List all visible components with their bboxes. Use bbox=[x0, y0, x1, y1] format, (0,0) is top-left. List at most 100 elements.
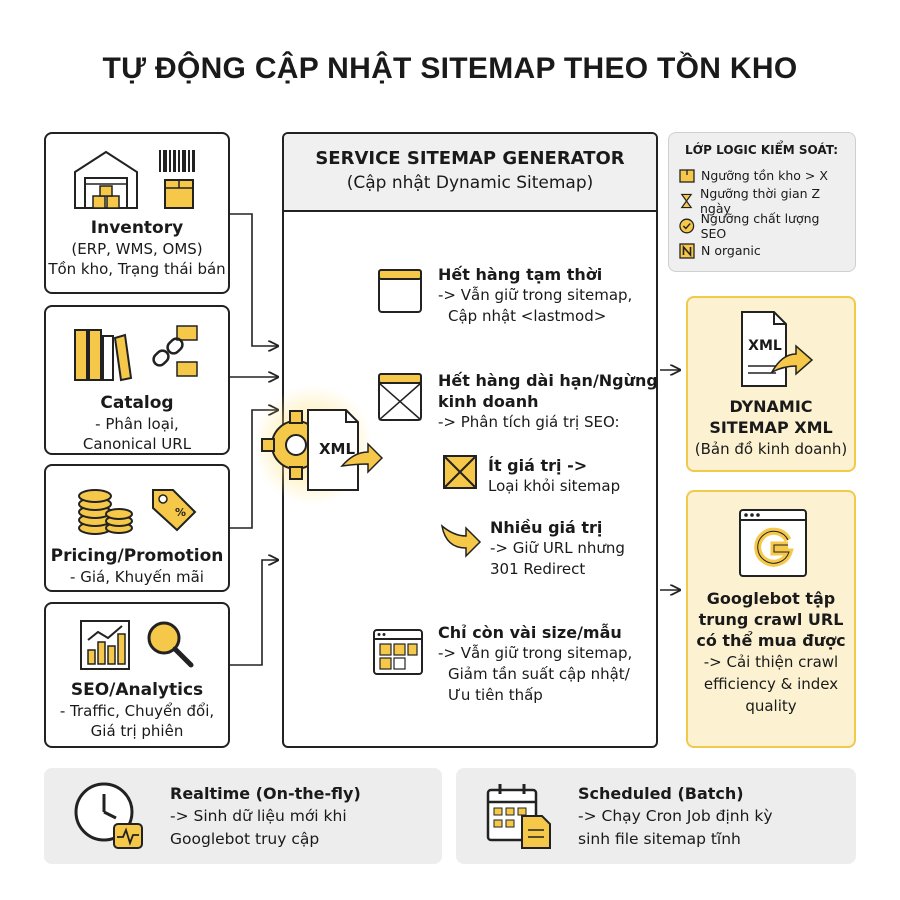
branch-title: Nhiều giá trị bbox=[490, 518, 603, 537]
source-desc: Canonical URL bbox=[82, 435, 192, 453]
output-desc: (Bản đồ kinh doanh) bbox=[694, 440, 848, 458]
sitemap-xml-label: XML bbox=[748, 338, 782, 354]
mode-desc: Googlebot truy cập bbox=[170, 829, 320, 848]
googlebot-icon-wrap bbox=[688, 492, 854, 588]
redirect-arrow-icon bbox=[440, 524, 482, 558]
logic-control-layer: LỚP LOGIC KIỂM SOÁT: Ngưỡng tồn kho > X … bbox=[668, 132, 856, 272]
branch-desc: Cập nhật <lastmod> bbox=[448, 307, 607, 325]
browser-window-icon bbox=[378, 269, 422, 313]
google-browser-icon bbox=[739, 509, 807, 577]
gear-xml-engine-icon bbox=[258, 385, 384, 505]
branch-few-sizes: Chỉ còn vài size/mẫu -> Vẫn giữ trong si… bbox=[438, 622, 632, 706]
realtime-text: Realtime (On-the-fly) -> Sinh dữ liệu mớ… bbox=[170, 782, 361, 851]
branch-desc: Giảm tần suất cập nhật/ bbox=[448, 665, 630, 683]
output-googlebot: Googlebot tập trung crawl URL có thể mua… bbox=[686, 490, 856, 748]
branch-title: Chỉ còn vài size/mẫu bbox=[438, 623, 622, 642]
crossed-box-icon bbox=[443, 455, 477, 489]
crossed-window-icon bbox=[378, 373, 422, 421]
mode-title: Realtime (On-the-fly) bbox=[170, 783, 361, 803]
mode-scheduled: Scheduled (Batch) -> Chạy Cron Job định … bbox=[456, 768, 856, 864]
source-name: Inventory bbox=[90, 218, 184, 238]
magnifier-icon bbox=[147, 621, 194, 668]
source-name: Pricing/Promotion bbox=[50, 546, 224, 566]
source-desc: Tồn kho, Trạng thái bán bbox=[48, 260, 226, 278]
mode-desc: -> Chạy Cron Job định kỳ bbox=[578, 806, 773, 825]
output-title: có thể mua được bbox=[696, 631, 846, 650]
analytics-chart-icon bbox=[80, 620, 130, 670]
source-inventory: Inventory (ERP, WMS, OMS) Tồn kho, Trạng… bbox=[44, 132, 230, 294]
branch-title: kinh doanh bbox=[438, 392, 539, 411]
engine-xml-label: XML bbox=[318, 440, 356, 458]
branch-desc: Loại khỏi sitemap bbox=[488, 477, 621, 495]
branch-title: Hết hàng dài hạn/Ngừng bbox=[438, 371, 658, 390]
branch-desc: -> Vẫn giữ trong sitemap, bbox=[438, 644, 633, 662]
calendar-icon bbox=[486, 784, 551, 849]
sub-branch-low-value: Ít giá trị -> Loại khỏi sitemap bbox=[488, 455, 620, 497]
service-title: SERVICE SITEMAP GENERATOR bbox=[315, 148, 625, 169]
clock-icon bbox=[74, 782, 143, 849]
branch-desc: Ưu tiên thấp bbox=[448, 686, 543, 704]
branch-desc: -> Vẫn giữ trong sitemap, bbox=[438, 286, 633, 304]
sitemap-xml-icon-wrap: XML bbox=[688, 298, 854, 396]
product-grid-icon bbox=[373, 629, 423, 675]
scheduled-text: Scheduled (Batch) -> Chạy Cron Job định … bbox=[578, 782, 773, 851]
output-title: SITEMAP XML bbox=[709, 418, 833, 437]
source-name: Catalog bbox=[100, 393, 174, 413]
svg-text:%: % bbox=[175, 506, 186, 519]
books-icon bbox=[74, 329, 133, 382]
source-desc: (ERP, WMS, OMS) bbox=[71, 240, 203, 258]
service-generator-box: SERVICE SITEMAP GENERATOR (Cập nhật Dyna… bbox=[282, 132, 658, 748]
branch-desc: -> Giữ URL nhưng bbox=[490, 539, 625, 557]
link-folder-icon bbox=[152, 325, 198, 377]
logic-item-label: N organic bbox=[701, 243, 761, 258]
mode-title: Scheduled (Batch) bbox=[578, 783, 744, 803]
output-title: Googlebot tập bbox=[706, 589, 836, 608]
logic-item-organic: N organic bbox=[679, 238, 845, 263]
box-icon bbox=[679, 168, 695, 183]
logic-title: LỚP LOGIC KIỂM SOÁT: bbox=[685, 143, 839, 157]
price-tag-icon: % bbox=[152, 489, 197, 532]
hourglass-icon bbox=[680, 193, 693, 208]
source-catalog: Catalog - Phân loại, Canonical URL bbox=[44, 305, 230, 455]
output-dynamic-sitemap: XML DYNAMIC SITEMAP XML (Bản đồ kinh doa… bbox=[686, 296, 856, 472]
source-desc: - Phân loại, bbox=[95, 415, 179, 433]
output-desc: efficiency & index bbox=[703, 675, 839, 693]
mode-desc: -> Sinh dữ liệu mới khi bbox=[170, 806, 347, 825]
output-title: DYNAMIC bbox=[729, 397, 813, 416]
logic-item-time: Ngưỡng thời gian Z ngày bbox=[679, 185, 845, 216]
source-desc: - Giá, Khuyến mãi bbox=[70, 568, 204, 586]
branch-title: Hết hàng tạm thời bbox=[438, 265, 603, 284]
branch-desc: 301 Redirect bbox=[490, 560, 586, 578]
logic-item-label: Ngưỡng tồn kho > X bbox=[701, 168, 828, 183]
organic-n-icon bbox=[679, 242, 695, 259]
xml-file-icon bbox=[741, 311, 814, 387]
source-desc: Giá trị phiên bbox=[90, 722, 184, 740]
arrow-inventory bbox=[230, 213, 278, 346]
output-desc: -> Cải thiện crawl bbox=[703, 653, 839, 671]
branch-desc: -> Phân tích giá trị SEO: bbox=[438, 413, 620, 431]
service-subtitle: (Cập nhật Dynamic Sitemap) bbox=[346, 173, 594, 193]
mode-realtime: Realtime (On-the-fly) -> Sinh dữ liệu mớ… bbox=[44, 768, 442, 864]
logic-item-label: Ngưỡng thời gian Z ngày bbox=[699, 185, 821, 216]
arrow-seo bbox=[230, 560, 278, 666]
coins-icon bbox=[78, 489, 133, 535]
source-pricing: % Pricing/Promotion - Giá, Khuyến mãi bbox=[44, 464, 230, 592]
branch-long-term: Hết hàng dài hạn/Ngừng kinh doanh -> Phâ… bbox=[438, 370, 658, 433]
warehouse-icon bbox=[74, 150, 138, 209]
branch-temporary: Hết hàng tạm thời -> Vẫn giữ trong sitem… bbox=[438, 264, 632, 327]
service-header: SERVICE SITEMAP GENERATOR (Cập nhật Dyna… bbox=[284, 134, 656, 212]
sub-branch-high-value: Nhiều giá trị -> Giữ URL nhưng 301 Redir… bbox=[490, 517, 625, 580]
output-title: trung crawl URL bbox=[698, 610, 844, 629]
source-name: SEO/Analytics bbox=[70, 680, 204, 700]
page-title: TỰ ĐỘNG CẬP NHẬT SITEMAP THEO TỒN KHO bbox=[102, 52, 798, 85]
branch-title: Ít giá trị -> bbox=[488, 456, 588, 475]
logic-item-stock: Ngưỡng tồn kho > X bbox=[679, 163, 845, 188]
mode-desc: sinh file sitemap tĩnh bbox=[578, 829, 741, 848]
output-desc: quality bbox=[745, 697, 797, 715]
logic-item-label: Ngưỡng chất lượng SEO bbox=[700, 210, 820, 241]
barcode-box-icon bbox=[159, 150, 195, 209]
logic-item-quality: Ngưỡng chất lượng SEO bbox=[679, 210, 845, 241]
source-desc: - Traffic, Chuyển đổi, bbox=[59, 702, 215, 720]
quality-badge-icon bbox=[679, 218, 695, 233]
source-seo: SEO/Analytics - Traffic, Chuyển đổi, Giá… bbox=[44, 602, 230, 748]
